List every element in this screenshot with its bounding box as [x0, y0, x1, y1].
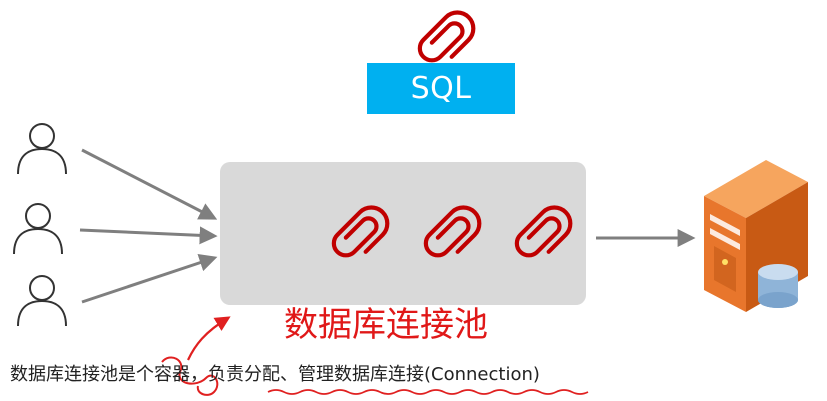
caption-text: 数据库连接池是个容器，负责分配、管理数据库连接(Connection): [10, 364, 540, 385]
annotation-underline: [267, 389, 589, 395]
paperclip-icon: [329, 201, 394, 266]
connection-pool-box: [220, 162, 586, 305]
paperclip-icon: [421, 201, 486, 266]
database-server-icon: [704, 160, 808, 312]
arrow-user1-to-pool: [81, 148, 218, 220]
sql-label: SQL: [410, 71, 472, 106]
arrow-user3-to-pool: [81, 254, 218, 304]
sql-box: SQL: [367, 63, 515, 114]
annotation-arrow: [187, 316, 231, 361]
pool-title: 数据库连接池: [284, 305, 488, 345]
arrow-user2-to-pool: [79, 226, 218, 245]
annotation-squiggle: [161, 356, 219, 396]
paperclip-icon: [512, 201, 577, 266]
